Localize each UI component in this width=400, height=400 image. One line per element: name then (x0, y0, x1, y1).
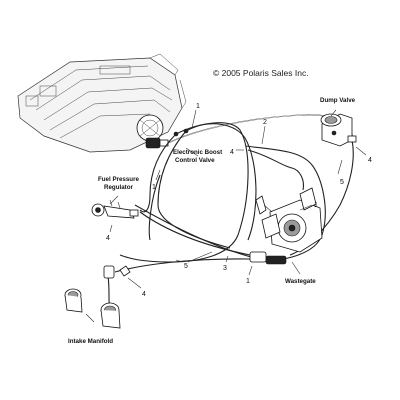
callout-1-left: 1 (152, 184, 156, 191)
dump-valve-label: Dump Valve (320, 97, 356, 104)
intake-manifold (64, 265, 131, 329)
callout-4-mid: 4 (230, 149, 234, 156)
hose-routing (107, 114, 354, 311)
callout-4-right: 4 (368, 157, 372, 164)
callout-1-bottom: 1 (246, 278, 250, 285)
leader-lines (85, 109, 367, 323)
wastegate-label: Wastegate (285, 278, 316, 285)
fuel-pressure-regulator (91, 199, 139, 219)
ebcv-label-line1: Electronic Boost (173, 149, 222, 156)
callout-5-bottom: 5 (184, 263, 188, 270)
engine-assembly (17, 53, 187, 153)
wastegate-assembly (249, 187, 323, 265)
callout-1-top: 1 (196, 103, 200, 110)
fpr-label-line2: Regulator (104, 184, 133, 191)
callout-4-fpr: 4 (106, 235, 110, 242)
callout-2: 2 (263, 119, 267, 126)
callout-4-bottom: 4 (142, 291, 146, 298)
copyright-text: © 2005 Polaris Sales Inc. (213, 68, 309, 78)
ebcv-label-line2: Control Valve (175, 157, 215, 164)
intake-manifold-label: Intake Manifold (68, 338, 113, 345)
callout-3: 3 (223, 265, 227, 272)
callout-5-right: 5 (340, 179, 344, 186)
dump-valve (320, 113, 357, 147)
fpr-label-line1: Fuel Pressure (98, 176, 139, 183)
callout-1-wastegate: 1 (314, 202, 318, 209)
